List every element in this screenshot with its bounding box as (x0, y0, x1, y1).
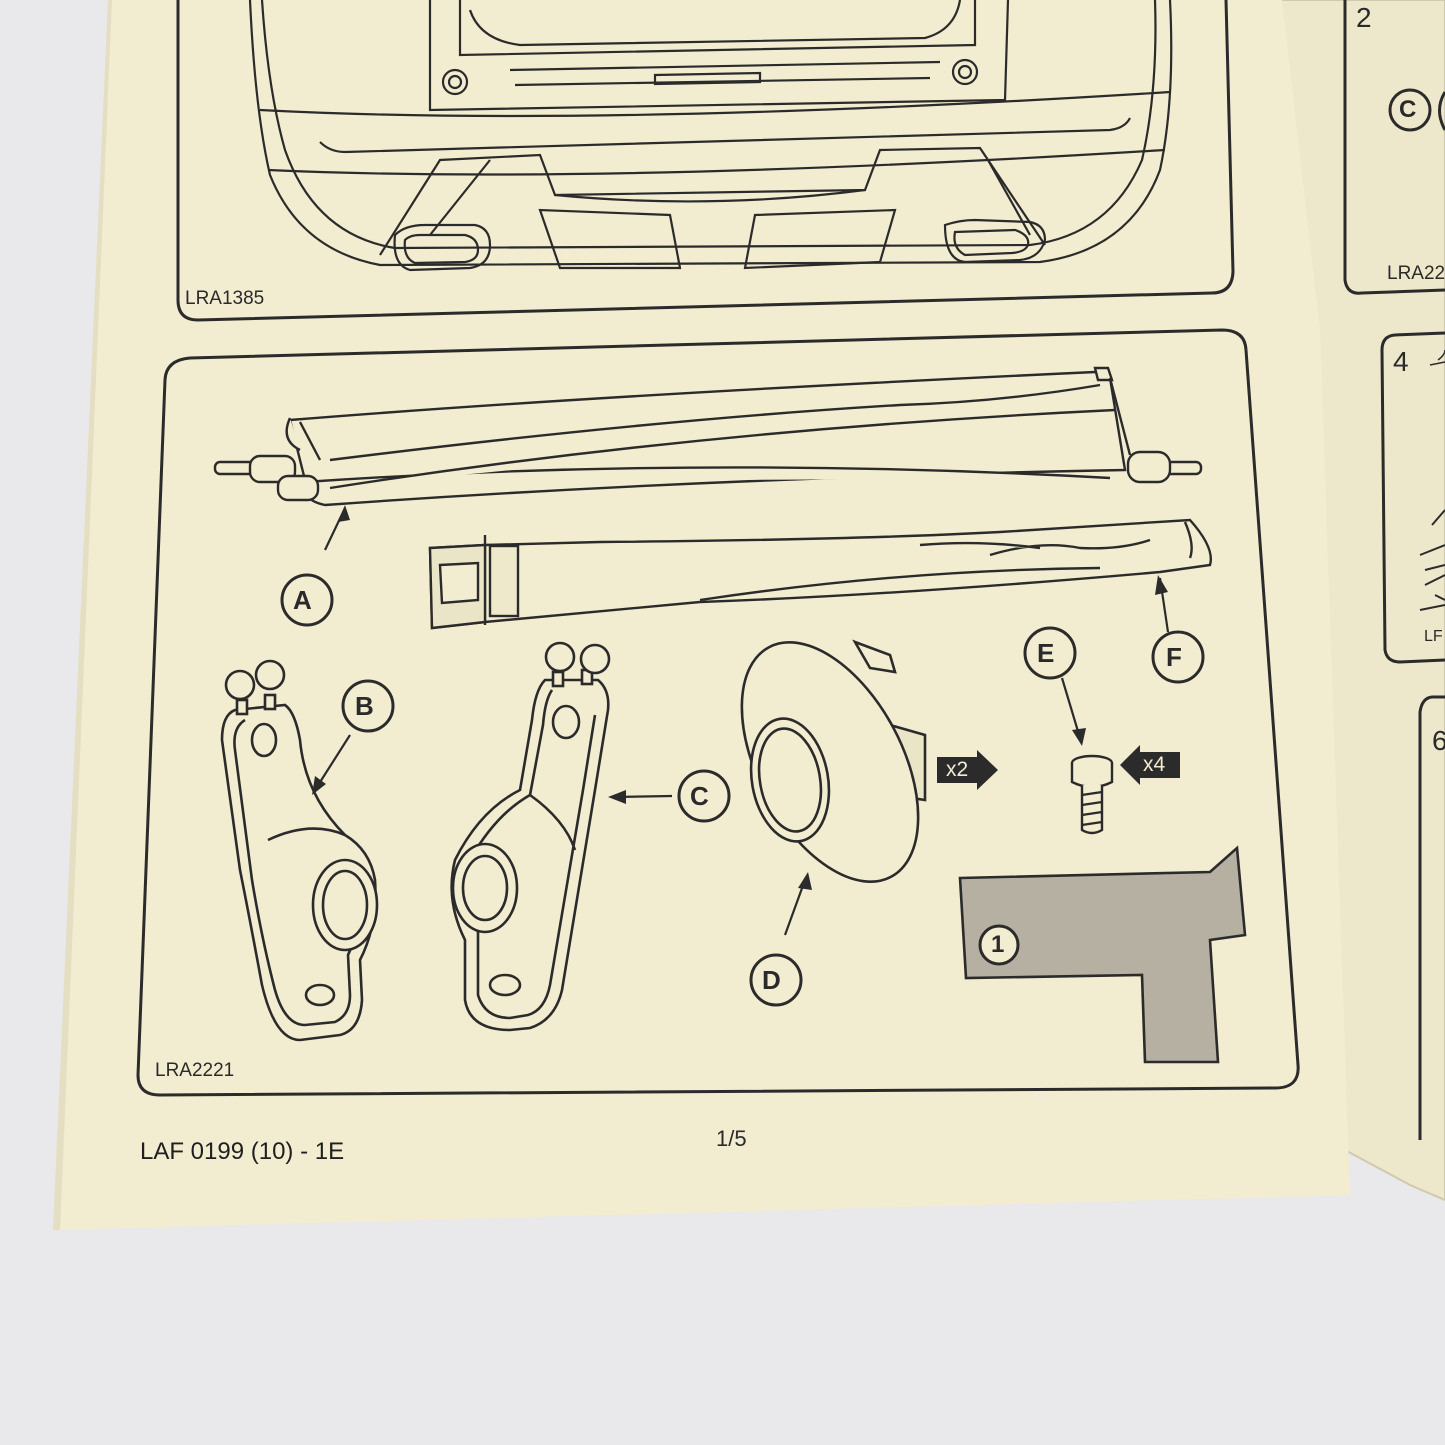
page-number: 1/5 (716, 1126, 747, 1151)
top-figure-frame (176, 0, 1235, 322)
part-b-bracket (220, 659, 379, 1042)
part-e-screw (1070, 754, 1114, 835)
parts-figure-frame (136, 328, 1300, 1097)
kit-badge-number: 1 (991, 931, 1005, 958)
callout-b-label: B (355, 691, 374, 721)
callout-f-label: F (1166, 642, 1182, 672)
part-a-load-cover (213, 366, 1203, 507)
callout-d-label: D (762, 965, 781, 995)
kit-badge-circle (978, 924, 1020, 966)
step-4-code: LF (1424, 628, 1443, 645)
step-6-number: 6 (1432, 725, 1445, 756)
callout-a-label: A (293, 585, 312, 615)
step-4-number: 4 (1393, 346, 1409, 377)
callout-d-circle (749, 953, 803, 1007)
callout-c-label: C (690, 781, 709, 811)
step-2-callout: C (1399, 96, 1417, 123)
callout-e-circle (1023, 626, 1077, 680)
callout-a-circle (280, 573, 334, 627)
step-4-frame (1380, 331, 1445, 664)
qty-e-label: x4 (1143, 753, 1166, 776)
callout-c-circle (677, 769, 731, 823)
step-2-number: 2 (1356, 2, 1372, 33)
qty-arrow-e (1120, 745, 1180, 785)
callout-f-circle (1151, 630, 1205, 684)
parts-figure-code: LRA2221 (155, 1060, 235, 1081)
qty-arrow-d (937, 750, 998, 790)
part-c-bracket (450, 641, 611, 1032)
part-d-cap (740, 639, 927, 883)
top-figure-code: LRA1385 (185, 288, 265, 309)
step-2-frame (1343, 0, 1445, 295)
vehicle-rear-illustration (248, 0, 1173, 272)
kit-reference-badge (958, 845, 1247, 1064)
step-2-code: LRA22 (1387, 263, 1445, 284)
callout-e-label: E (1037, 638, 1055, 668)
step-6-frame (1418, 695, 1445, 1140)
qty-d-label: x2 (946, 758, 969, 781)
callout-b-circle (341, 679, 395, 733)
part-f-storage-bag (428, 518, 1212, 630)
document-code: LAF 0199 (10) - 1E (140, 1138, 345, 1165)
